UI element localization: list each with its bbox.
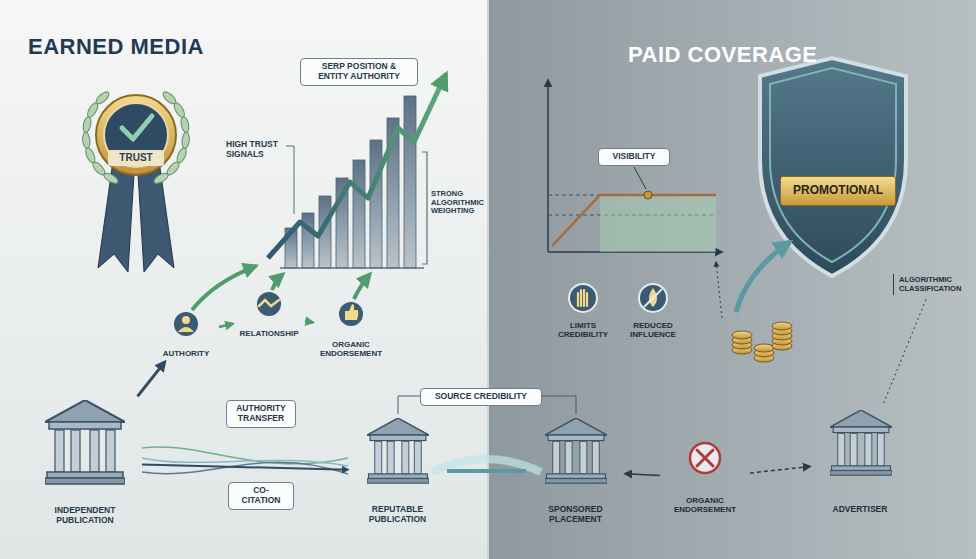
- coin-stacks: [732, 322, 792, 362]
- coin: [754, 344, 774, 352]
- icon-label: ORGANIC ENDORSEMENT: [662, 440, 748, 516]
- node-text: SERP POSITION & ENTITY AUTHORITY: [306, 62, 412, 82]
- laurel-leaf: [161, 90, 178, 106]
- authority-icon: [173, 311, 199, 337]
- bar: [404, 96, 416, 268]
- panel-title: EARNED MEDIA: [28, 34, 288, 59]
- icon-label: ORGANIC ENDORSEMENT: [315, 298, 387, 360]
- flow-label: CO-CITATION: [228, 482, 294, 510]
- leader-line: [286, 146, 294, 214]
- icon-label: LIMITS CREDIBILITY: [551, 283, 615, 341]
- publication-node: INDEPENDENT PUBLICATION: [30, 398, 140, 528]
- node-text: ALGORITHMIC CLASSIFICATION: [899, 276, 969, 293]
- node-text: VISIBILITY: [604, 152, 664, 162]
- node-text: TRUST: [110, 152, 162, 164]
- visibility-chart: [548, 80, 722, 252]
- node-text: ADVERTISER: [812, 505, 908, 515]
- publication-node: ADVERTISER: [812, 405, 908, 517]
- node-text: ORGANIC ENDORSEMENT: [662, 496, 748, 514]
- publication-node: SPONSORED PLACEMENT: [528, 415, 623, 527]
- connector: [142, 464, 348, 469]
- node-text: CO-CITATION: [234, 486, 288, 506]
- payment-arrow: [736, 242, 790, 312]
- paid-panel: [488, 0, 976, 559]
- icon-label: REDUCED INFLUENCE: [620, 283, 686, 341]
- node-text: RELATIONSHIP: [235, 329, 303, 338]
- rejected-icon: [690, 443, 720, 473]
- sponsored-building: [545, 418, 607, 483]
- connector: [138, 362, 166, 397]
- metric-box: VISIBILITY: [598, 148, 670, 166]
- connector: [305, 321, 313, 322]
- coin: [732, 331, 752, 339]
- flow-arrow: [192, 266, 256, 310]
- trust-medal: [82, 90, 190, 272]
- earned-panel: [0, 0, 488, 559]
- metric-box: SOURCE CREDIBILITY: [420, 388, 542, 406]
- flow-arrow: [354, 274, 370, 299]
- node-text: LIMITS CREDIBILITY: [551, 321, 615, 339]
- node-text: REDUCED INFLUENCE: [620, 321, 686, 339]
- medal-label: TRUST: [108, 150, 164, 166]
- metric-box: SERP POSITION & ENTITY AUTHORITY: [300, 58, 418, 86]
- publication-node: REPUTABLE PUBLICATION: [350, 415, 445, 527]
- publication-building: [45, 400, 125, 484]
- icon-label: AUTHORITY: [155, 310, 217, 360]
- flow-label: AUTHORITY TRANSFER: [226, 400, 296, 428]
- node-text: SPONSORED PLACEMENT: [528, 505, 623, 525]
- node-text: INDEPENDENT PUBLICATION: [30, 506, 140, 526]
- flow-arrow: [272, 274, 283, 290]
- coin: [772, 322, 792, 330]
- laurel-leaf: [94, 90, 111, 106]
- bracket: [422, 152, 427, 264]
- connector: [750, 466, 810, 473]
- dotted-arrow: [716, 262, 722, 318]
- chart-annotation: HIGH TRUST SIGNALS: [226, 140, 284, 160]
- chart-baseline: [280, 267, 424, 269]
- bar: [353, 160, 365, 268]
- laurel-leaf: [82, 116, 92, 133]
- growth-arrow: [268, 74, 446, 258]
- node-text: PROMOTIONAL: [785, 184, 891, 198]
- advertiser-building: [830, 410, 892, 475]
- node-text: AUTHORITY TRANSFER: [232, 404, 290, 424]
- node-text: SOURCE CREDIBILITY: [426, 392, 536, 402]
- node-text: ORGANIC ENDORSEMENT: [315, 340, 387, 358]
- authority-streams: [142, 447, 348, 474]
- node-text: REPUTABLE PUBLICATION: [350, 505, 445, 525]
- laurel-leaf: [82, 132, 91, 149]
- connector: [884, 297, 927, 403]
- promotional-shield: [760, 58, 906, 276]
- laurel-leaf: [180, 116, 190, 133]
- relationship-icon: [256, 291, 282, 317]
- connector: [219, 324, 233, 327]
- bridge-glow: [432, 459, 541, 472]
- laurel-leaf: [84, 147, 97, 165]
- promo-plaque: PROMOTIONAL: [780, 176, 896, 206]
- panel-title: PAID COVERAGE: [628, 42, 928, 67]
- icon-label: RELATIONSHIP: [235, 290, 303, 340]
- laurel-leaf: [181, 132, 190, 149]
- panel-divider: [487, 0, 489, 559]
- limits-icon: [569, 284, 597, 312]
- node-text: AUTHORITY: [155, 349, 217, 358]
- endorsement-icon: [338, 301, 364, 327]
- publication-building: [367, 418, 429, 483]
- laurel-leaf: [175, 147, 188, 165]
- classification-note: ALGORITHMIC CLASSIFICATION: [893, 274, 971, 295]
- reduced-icon: [639, 284, 667, 312]
- bar: [370, 140, 382, 268]
- bar: [302, 213, 314, 268]
- connector: [625, 474, 660, 476]
- connector: [447, 469, 526, 473]
- chart-annotation: STRONG ALGORITHMIC WEIGHTING: [431, 190, 487, 216]
